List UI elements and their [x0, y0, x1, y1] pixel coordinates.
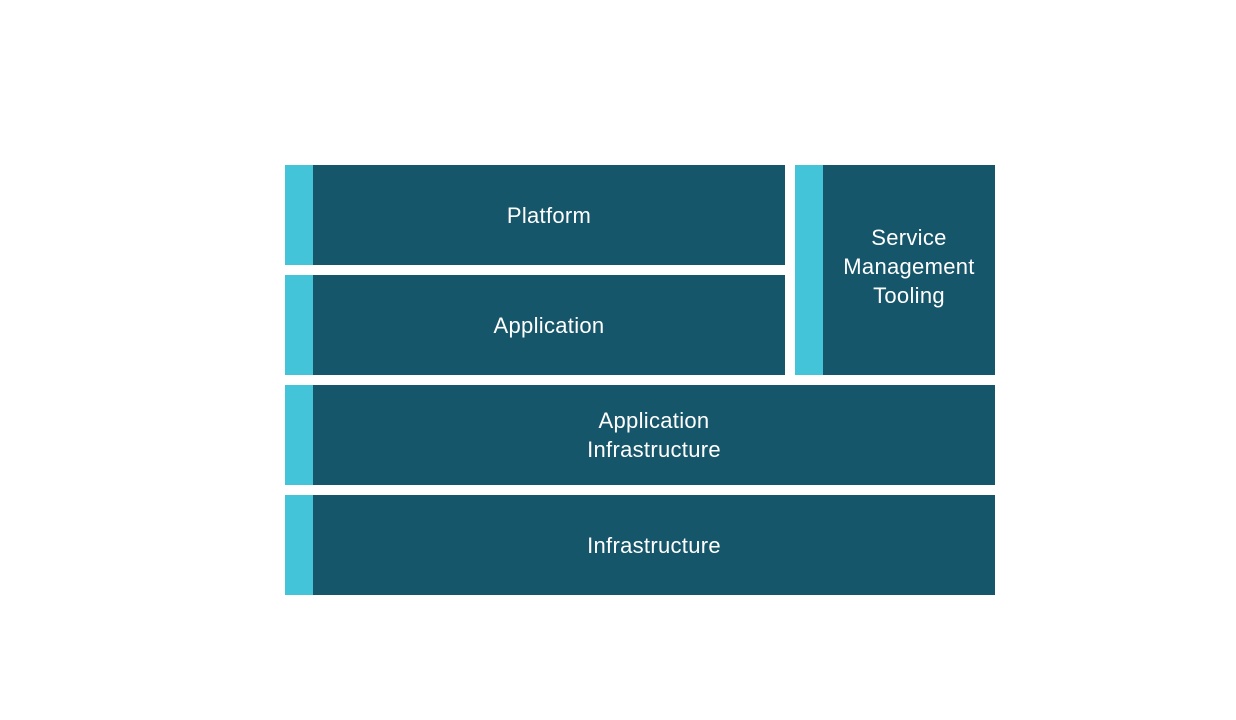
application-label: Application [493, 312, 605, 338]
service-management-tooling-label: Service Management Tooling [843, 224, 975, 308]
infrastructure-accent-bar [285, 495, 313, 595]
application-accent-bar [285, 275, 313, 375]
platform-accent-bar [285, 165, 313, 265]
application-infrastructure-label: Application Infrastructure [587, 408, 721, 462]
service-management-tooling-block: Service Management Tooling [795, 165, 995, 375]
infrastructure-label: Infrastructure [587, 532, 721, 558]
application-block: Application [285, 275, 785, 375]
infrastructure-block: Infrastructure [285, 495, 995, 595]
platform-label: Platform [506, 202, 592, 228]
application-infrastructure-block: Application Infrastructure [285, 385, 995, 485]
platform-block: Platform [285, 165, 785, 265]
service-management-tooling-accent-bar [795, 165, 823, 375]
application-infrastructure-accent-bar [285, 385, 313, 485]
